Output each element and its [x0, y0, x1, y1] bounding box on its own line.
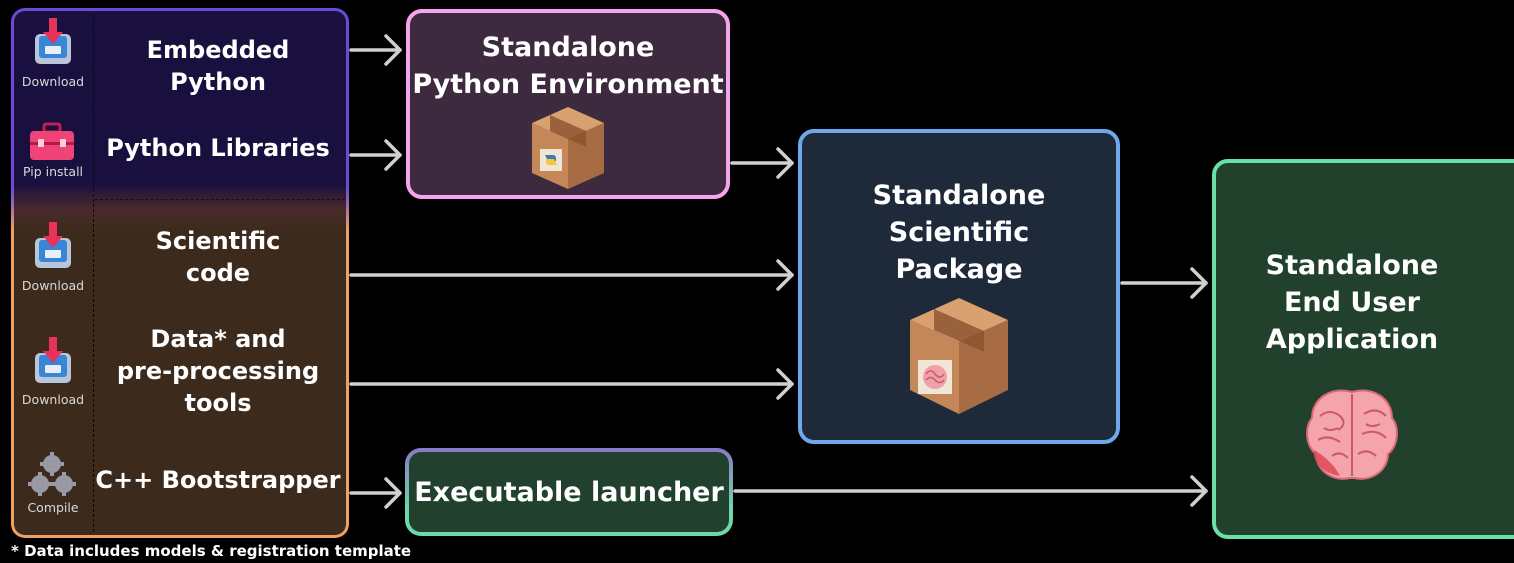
end-user-application-node: Standalone End User Application	[1212, 159, 1514, 539]
executable-launcher-node: Executable launcher	[405, 448, 733, 536]
python-environment-title: Standalone Python Environment	[412, 32, 724, 100]
pip-install-caption: Pip install	[22, 164, 84, 179]
python-libraries-label: Python Libraries	[106, 134, 330, 162]
brain-package-icon	[910, 298, 1008, 414]
python-environment-node: Standalone Python Environment	[406, 9, 730, 199]
executable-launcher-title: Executable launcher	[414, 476, 724, 508]
panel-divider-vertical	[93, 14, 94, 532]
download-icon	[35, 337, 71, 383]
scientific-package-title: Standalone Scientific Package	[872, 180, 1046, 285]
download-icon	[35, 18, 71, 64]
source-panel	[11, 8, 349, 538]
download-caption: Download	[21, 278, 85, 293]
download-icon	[35, 222, 71, 268]
download-caption: Download	[21, 392, 85, 407]
panel-divider-horizontal	[95, 199, 345, 200]
compile-caption: Compile	[27, 500, 79, 515]
gears-icon	[28, 452, 76, 496]
footnote: * Data includes models & registration te…	[11, 542, 412, 560]
embedded-python-label: Embedded Python	[146, 36, 290, 96]
end-user-application-title: Standalone End User Application	[1265, 250, 1439, 355]
scientific-package-node: Standalone Scientific Package	[798, 129, 1120, 444]
cpp-bootstrapper-label: C++ Bootstrapper	[95, 466, 341, 494]
toolbox-icon	[30, 122, 74, 160]
scientific-code-label: Scientific code	[155, 227, 281, 287]
download-caption: Download	[21, 74, 85, 89]
data-tools-label: Data* and pre-processing tools	[116, 325, 320, 417]
python-package-icon	[532, 107, 604, 189]
brain-icon	[1306, 389, 1398, 480]
